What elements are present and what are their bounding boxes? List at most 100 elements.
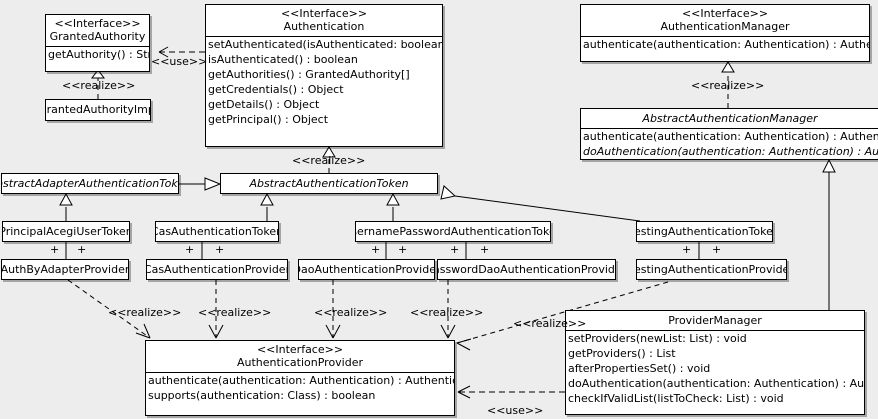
edge-label-realize-authbyadapterprovider: <<realize>> [108, 306, 182, 319]
line-principaltoken-extends-adaptertoken [59, 192, 73, 221]
class-box-authentication-provider[interactable]: <<Interface>> AuthenticationProvider aut… [145, 340, 455, 416]
association-marker: + [398, 243, 408, 256]
class-member: setProviders(newList: List) : void [568, 332, 747, 345]
class-members: authenticate(authentication: Authenticat… [581, 37, 869, 52]
class-box-authentication-manager[interactable]: <<Interface>> AuthenticationManager auth… [580, 4, 870, 62]
class-divider [581, 36, 869, 37]
class-members: authenticate(authentication: Authenticat… [581, 129, 878, 159]
class-name: TestingAuthenticationProvider [636, 262, 787, 276]
class-name: GrantedAuthority [49, 30, 146, 43]
class-member: setAuthenticated(isAuthenticated: boolea… [208, 38, 442, 51]
edge-label-realize-casauthenticationprovider: <<realize>> [198, 306, 272, 319]
class-member: authenticate(authentication: Authenticat… [583, 130, 878, 143]
line-providermanager-uses-provider [457, 385, 565, 399]
class-member: getAuthority() : String [48, 48, 149, 61]
class-box-abstract-adapter-authentication-token[interactable]: AbstractAdapterAuthenticationToken [1, 173, 179, 194]
edge-label-realize-abstractauthenticationtoken: <<realize>> [292, 154, 366, 167]
class-members: authenticate(authentication: Authenticat… [146, 373, 454, 403]
class-member: getCredentials() : Object [208, 83, 344, 96]
class-name: AbstractAuthenticationToken [249, 176, 409, 190]
class-divider [46, 46, 149, 47]
class-box-testing-authentication-token[interactable]: TestingAuthenticationToken [636, 221, 773, 242]
class-box-granted-authority[interactable]: <<Interface>> GrantedAuthority getAuthor… [45, 14, 150, 72]
class-stereotype: <<Interface>> [54, 17, 141, 30]
class-box-authentication[interactable]: <<Interface>> Authentication setAuthenti… [205, 4, 443, 147]
association-marker: + [77, 243, 87, 256]
edge-label-realize-abstractauthenticationmanager: <<realize>> [691, 79, 765, 92]
class-name: TestingAuthenticationToken [636, 224, 773, 238]
class-header: <<Interface>> Authentication [206, 5, 442, 36]
association-marker: + [480, 243, 490, 256]
class-box-auth-by-adapter-provider[interactable]: AuthByAdapterProvider [1, 259, 129, 280]
class-members: setAuthenticated(isAuthenticated: boolea… [206, 37, 442, 127]
class-divider [566, 330, 864, 331]
class-name: AuthenticationProvider [236, 356, 364, 369]
edge-label-use-authentication-grantedauthority: <<use>> [151, 55, 208, 68]
class-member: authenticate(authentication: Authenticat… [583, 38, 869, 51]
class-box-granted-authority-impl[interactable]: GrantedAuthorityImpl [45, 99, 151, 121]
class-box-password-dao-authentication-provider[interactable]: PasswordDaoAuthenticationProvider [437, 259, 616, 280]
class-member: doAuthentication(authentication: Authent… [583, 145, 878, 158]
class-member: checkIfValidList(listToCheck: List) : vo… [568, 392, 784, 405]
class-box-abstract-authentication-token[interactable]: AbstractAuthenticationToken [220, 173, 438, 194]
edge-label-realize-daoauthenticationprovider: <<realize>> [314, 306, 388, 319]
class-name: CasAuthenticationToken [155, 224, 279, 238]
line-testingtoken-extends-abstracttoken [440, 185, 641, 222]
class-box-username-password-authentication-token[interactable]: UsernamePasswordAuthenticationToken [355, 221, 551, 242]
class-box-testing-authentication-provider[interactable]: TestingAuthenticationProvider [636, 259, 787, 280]
class-header: AbstractAuthenticationManager [581, 109, 878, 128]
class-name: PasswordDaoAuthenticationProvider [437, 262, 615, 276]
class-member: supports(authentication: Class) : boolea… [148, 389, 376, 402]
class-member: getPrincipal() : Object [208, 113, 329, 126]
association-marker: + [450, 243, 460, 256]
class-members: setProviders(newList: List) : void getPr… [566, 331, 864, 406]
association-marker: + [371, 243, 381, 256]
class-header: ProviderManager [566, 311, 864, 330]
class-box-abstract-authentication-manager[interactable]: AbstractAuthenticationManager authentica… [580, 108, 878, 160]
line-adaptertoken-extends-abstracttoken [179, 177, 222, 191]
association-marker: + [185, 243, 195, 256]
line-castoken-extends-abstracttoken [260, 192, 274, 221]
edge-label-realize-passworddaoauthenticationprovider: <<realize>> [410, 306, 484, 319]
class-name: AuthenticationManager [660, 20, 790, 33]
class-members: getAuthority() : String [46, 47, 149, 62]
class-name: AuthByAdapterProvider [1, 262, 129, 276]
line-userpasstoken-extends-abstracttoken [386, 192, 400, 221]
class-member: afterPropertiesSet() : void [568, 362, 711, 375]
edge-label-realize-testingauthenticationprovider: <<realize>> [513, 317, 587, 330]
class-member: doAuthentication(authentication: Authent… [568, 377, 864, 390]
class-name: PrincipalAcegiUserToken [2, 224, 130, 238]
class-name: UsernamePasswordAuthenticationToken [356, 224, 550, 238]
class-box-dao-authentication-provider[interactable]: DaoAuthenticationProvider [298, 259, 435, 280]
class-box-principal-acegi-user-token[interactable]: PrincipalAcegiUserToken [2, 221, 130, 242]
class-name: AbstractAdapterAuthenticationToken [2, 176, 178, 190]
class-name: GrantedAuthorityImpl [46, 103, 150, 116]
class-member: isAuthenticated() : boolean [208, 53, 358, 66]
class-stereotype: <<Interface>> [280, 7, 368, 20]
class-name: ProviderManager [668, 314, 762, 327]
class-divider [146, 372, 454, 373]
association-marker: + [215, 243, 225, 256]
class-name: AbstractAuthenticationManager [642, 112, 818, 125]
class-member: getAuthorities() : GrantedAuthority[] [208, 68, 410, 81]
class-name: DaoAuthenticationProvider [298, 262, 435, 276]
class-stereotype: <<Interface>> [256, 343, 344, 356]
class-header: <<Interface>> AuthenticationManager [581, 5, 869, 36]
class-header: <<Interface>> GrantedAuthority [46, 15, 149, 46]
class-box-cas-authentication-token[interactable]: CasAuthenticationToken [155, 221, 279, 242]
association-marker: + [50, 243, 60, 256]
class-box-cas-authentication-provider[interactable]: CasAuthenticationProvider [146, 259, 288, 280]
class-name: CasAuthenticationProvider [146, 262, 288, 276]
edge-label-use-providermanager: <<use>> [487, 404, 544, 417]
line-providermanager-extends-abstractmanager [822, 158, 836, 310]
class-member: getProviders() : List [568, 347, 676, 360]
association-marker: + [712, 243, 722, 256]
association-marker: + [682, 243, 692, 256]
class-member: getDetails() : Object [208, 98, 320, 111]
class-box-provider-manager[interactable]: ProviderManager setProviders(newList: Li… [565, 310, 865, 415]
edge-label-realize-grantedauthorityimpl: <<realize>> [62, 79, 136, 92]
class-member: authenticate(authentication: Authenticat… [148, 374, 454, 387]
class-header: <<Interface>> AuthenticationProvider [146, 341, 454, 372]
class-stereotype: <<Interface>> [681, 7, 769, 20]
